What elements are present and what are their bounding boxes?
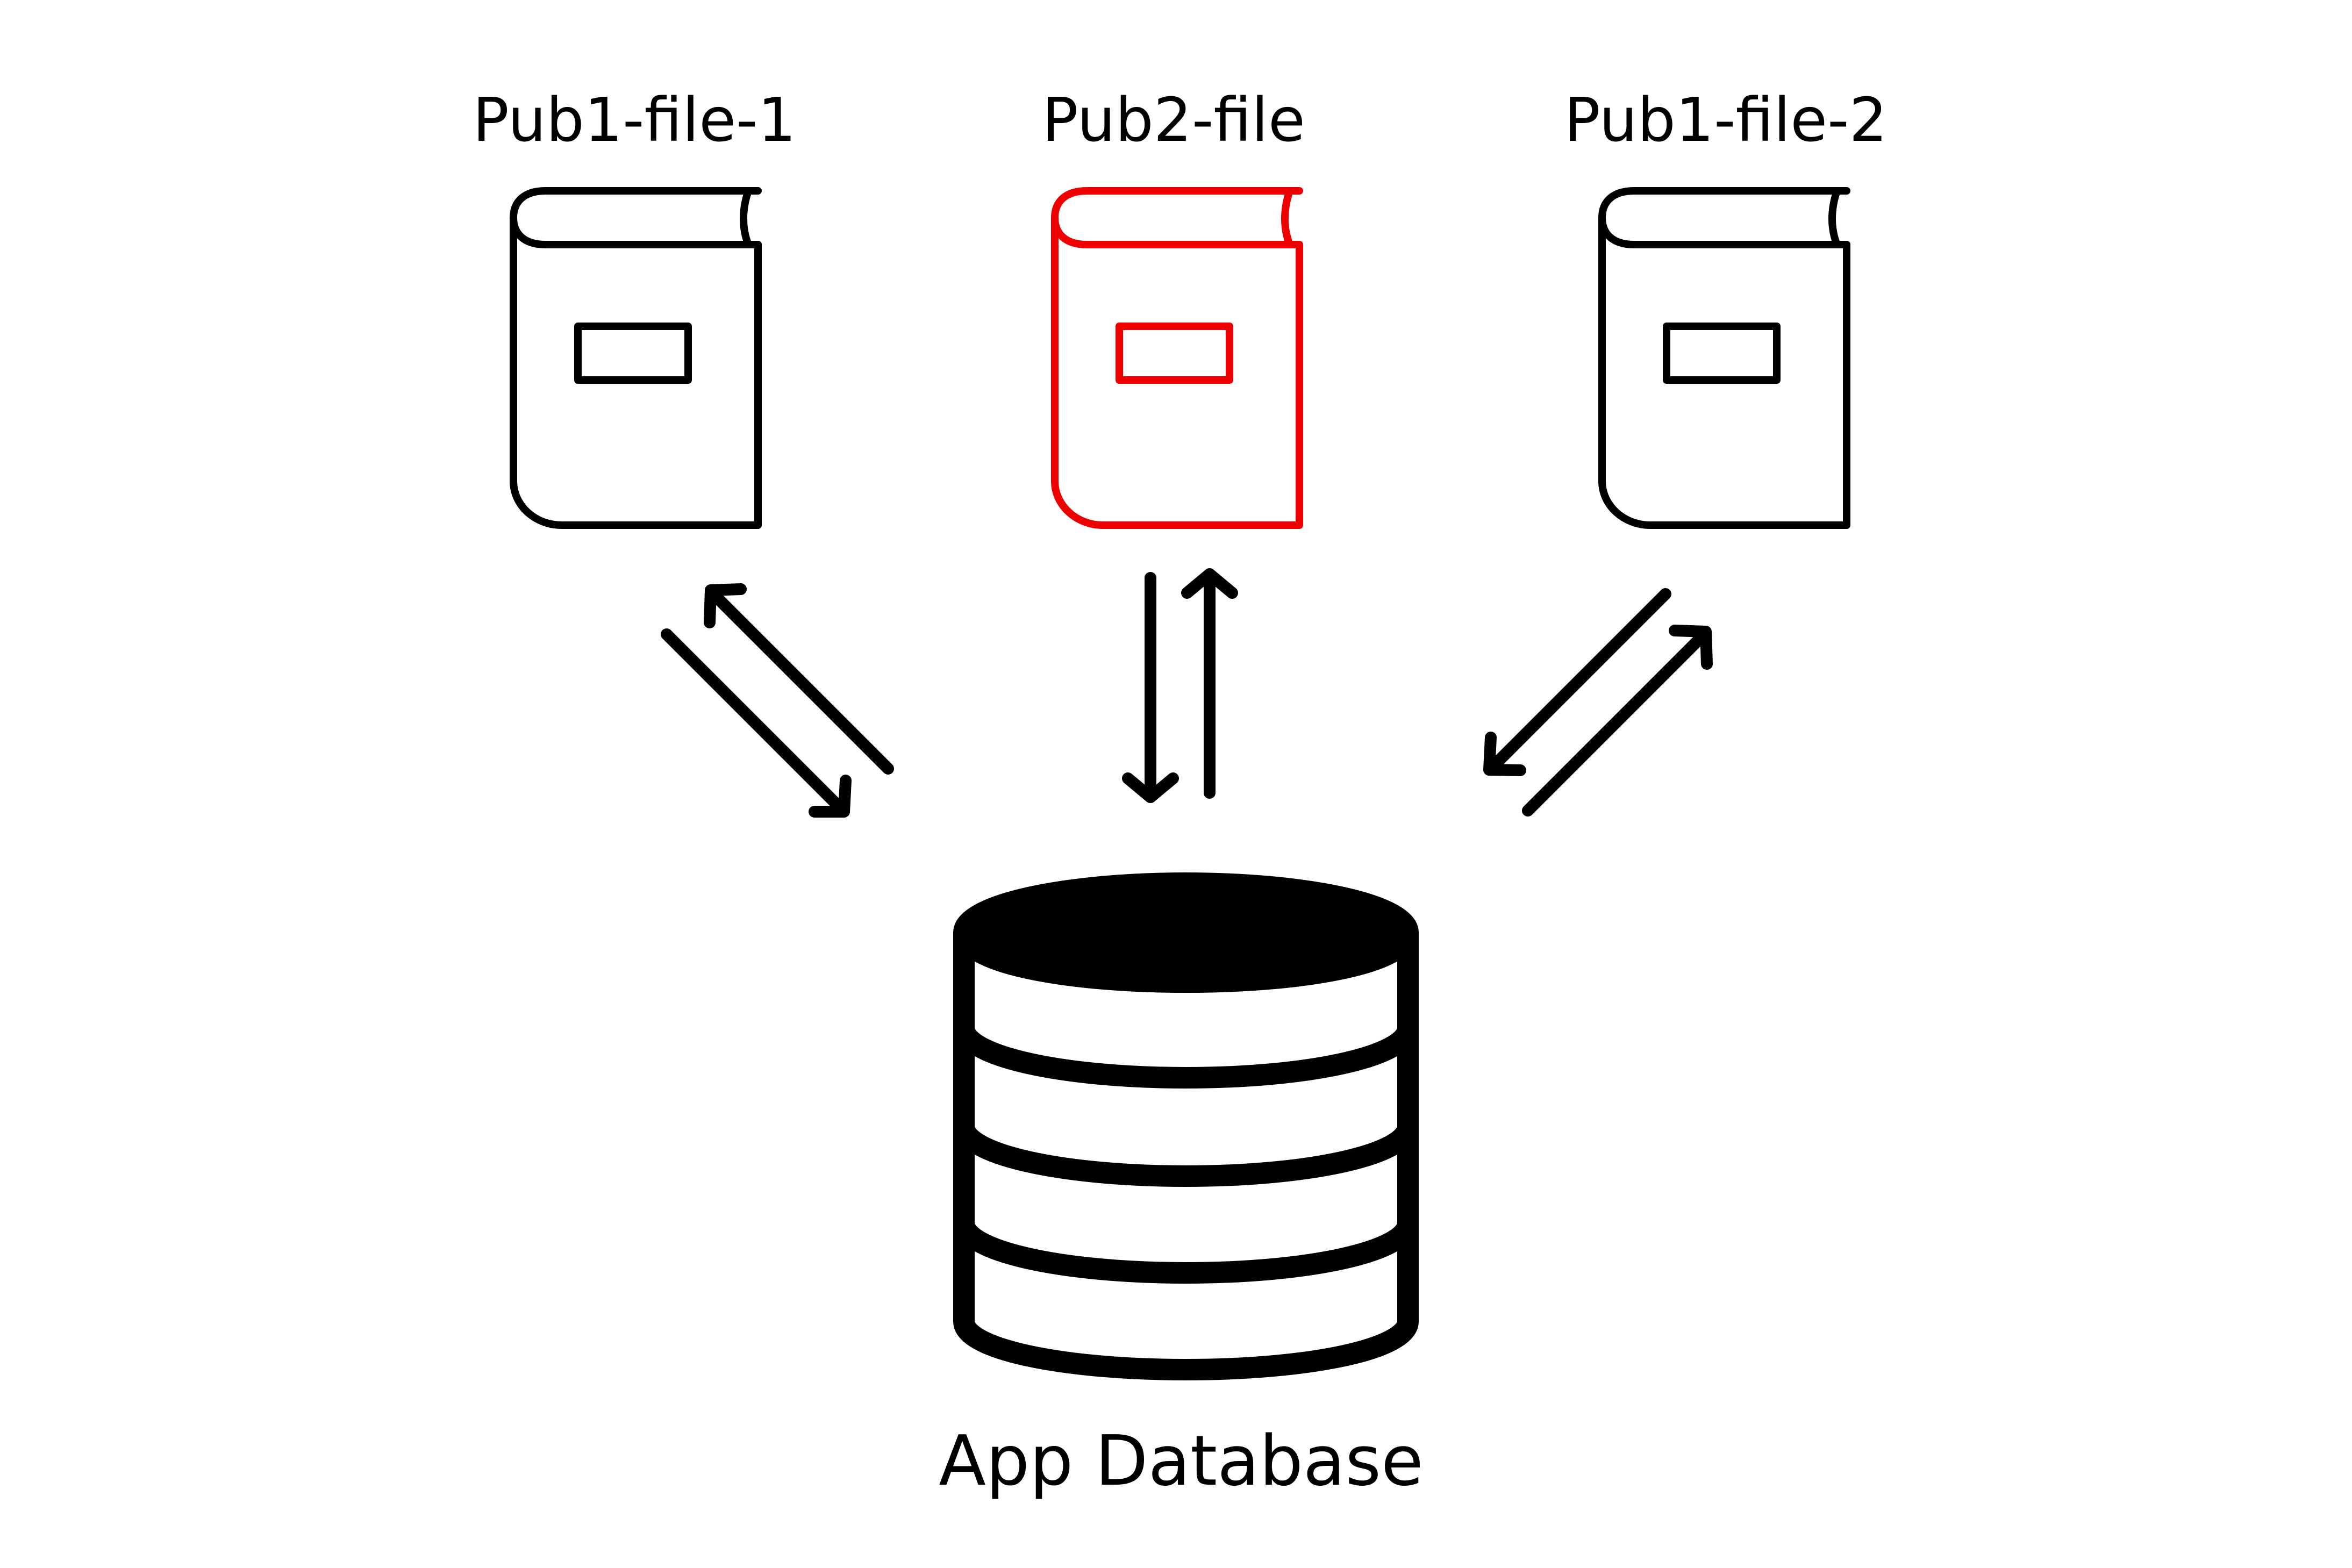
- sync-arrows-left: [661, 583, 894, 818]
- database-label: App Database: [939, 1421, 1424, 1501]
- sync-arrows-middle: [1122, 568, 1238, 803]
- book-icon: [1055, 191, 1299, 525]
- arrow-to-database-left: [661, 628, 852, 818]
- file-label-pub1-file-2: Pub1-file-2: [1564, 85, 1888, 155]
- arrow-to-database-middle: [1122, 572, 1179, 803]
- database-icon: [953, 872, 1419, 1380]
- file-label-pub1-file-1: Pub1-file-1: [473, 85, 796, 155]
- arrow-to-file-middle: [1181, 568, 1238, 799]
- arrow-to-file-right: [1522, 625, 1713, 817]
- sync-arrows-right: [1483, 588, 1713, 817]
- arrow-to-database-right: [1483, 588, 1671, 776]
- book-icon: [1602, 191, 1847, 525]
- arrow-to-file-left: [704, 583, 894, 775]
- book-icon: [513, 191, 758, 525]
- file-label-pub2-file: Pub2-file: [1042, 85, 1305, 155]
